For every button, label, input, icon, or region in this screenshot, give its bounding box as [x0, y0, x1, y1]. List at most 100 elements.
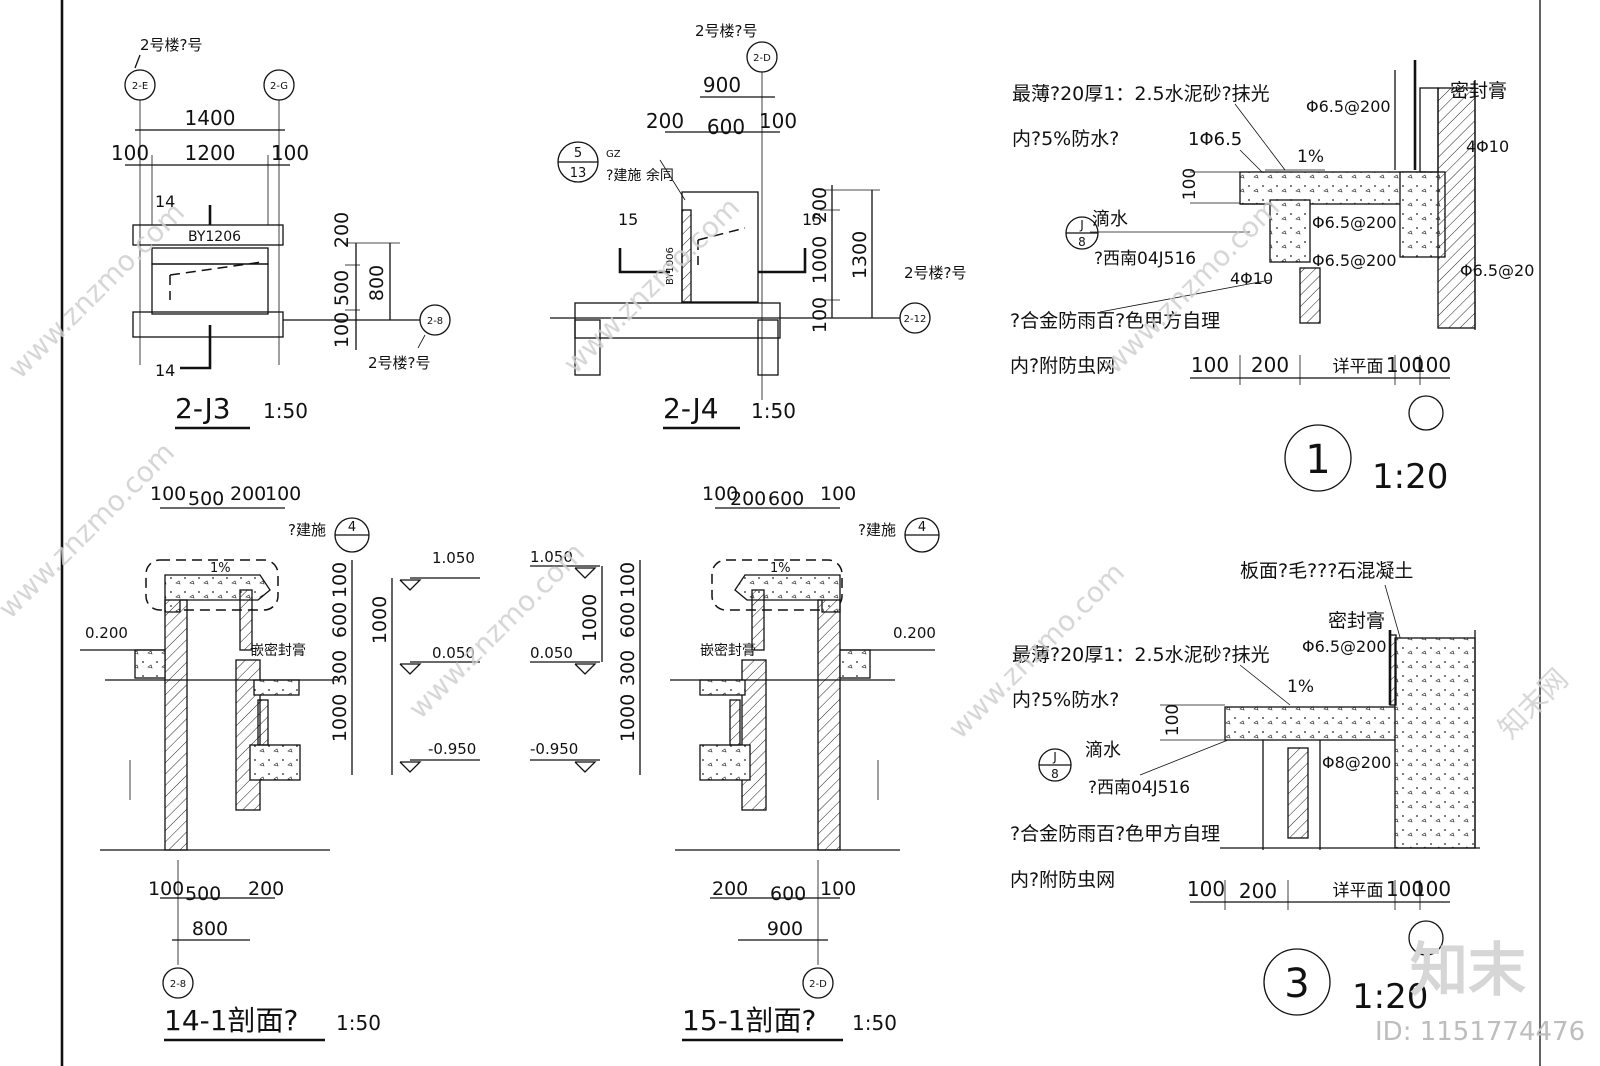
- d1-ref-num: J: [1079, 218, 1084, 232]
- s15-d1: 100: [702, 483, 738, 505]
- s14-v4: 1000: [369, 596, 391, 644]
- j4-sec-left: 15: [618, 210, 638, 229]
- s14-ref-num: 4: [348, 520, 356, 535]
- s14-bd1: 100: [148, 878, 184, 900]
- j4-dim-right: 100: [759, 109, 797, 133]
- s15-lev2: 0.050: [530, 644, 573, 662]
- s15-v3: 600: [617, 602, 639, 638]
- j3-v2: 500: [331, 270, 353, 306]
- s14-lev2: 0.050: [432, 644, 475, 662]
- s15-bd1: 200: [712, 878, 748, 900]
- d1-slope: 1%: [1297, 147, 1324, 167]
- j3-sec-bottom: 14: [155, 361, 175, 380]
- d3-b3: 详平面: [1333, 881, 1384, 901]
- j4-axis-right: 2-12: [904, 314, 927, 325]
- d3-b1: 100: [1187, 877, 1225, 901]
- d3-axis-bubble: [1408, 920, 1444, 956]
- j3-dim-total: 1400: [185, 106, 236, 130]
- d1-drip: 滴水: [1092, 209, 1128, 230]
- brand-logo: 知末: [1410, 936, 1526, 1004]
- d1-b1: 100: [1191, 353, 1229, 377]
- d1-r2: 4Φ10: [1466, 137, 1509, 156]
- d1-h100: 100: [1180, 168, 1200, 200]
- d3-note1: 最薄?20厚1：2.5水泥砂?抹光: [1012, 644, 1270, 666]
- d3-b5: 100: [1413, 877, 1451, 901]
- d1-axis-bubble: [1408, 395, 1444, 431]
- d1-bar1: 1Φ6.5: [1188, 129, 1242, 150]
- s14-lev1: 1.050: [432, 549, 475, 567]
- wm-2: www.znzmo.com: [557, 191, 746, 380]
- s14-dim-total: 800: [192, 918, 228, 940]
- j3-v3: 100: [331, 312, 353, 348]
- s15-lev1: 1.050: [530, 548, 573, 566]
- d3-b2: 200: [1239, 879, 1277, 903]
- d3-note0: 板面?毛???石混凝土: [1240, 560, 1413, 582]
- d3-drip: 滴水: [1085, 740, 1121, 761]
- s14-scale: 1:50: [336, 1011, 381, 1035]
- d3-louver: ?合金防雨百?色甲方自理: [1010, 823, 1220, 845]
- s14-slope: 1%: [210, 561, 231, 576]
- detail-2-J3: 2号楼?号 2-E 2-G 1400 100 1200 100 14 14 BY…: [111, 36, 451, 430]
- d1-ref-std: ?西南04J516: [1094, 249, 1196, 269]
- d1-note1: 最薄?20厚1：2.5水泥砂?抹光: [1012, 83, 1270, 105]
- j4-dim-left: 200: [646, 109, 684, 133]
- j3-dim-left: 100: [111, 141, 149, 165]
- s14-d3: 200: [230, 483, 266, 505]
- d3-slope: 1%: [1287, 677, 1314, 697]
- j4-v1: 200: [809, 187, 831, 223]
- j3-dim-right: 100: [271, 141, 309, 165]
- d3-r2: Φ8@200: [1322, 753, 1391, 772]
- s14-bd3: 200: [248, 878, 284, 900]
- j4-v2: 1000: [809, 236, 831, 284]
- s14-axis-bubble: [162, 967, 194, 999]
- j3-ref-top: 2号楼?号: [140, 36, 203, 54]
- d1-b3: 详平面: [1333, 357, 1384, 377]
- s15-ref-num: 4: [918, 520, 926, 535]
- d3-scale: 1:20: [1352, 977, 1428, 1017]
- d3-seal: 密封膏: [1328, 609, 1385, 632]
- brand-id: ID: 1151774476: [1375, 1017, 1585, 1047]
- d1-seal: 密封膏: [1450, 79, 1507, 102]
- s14-lev3: -0.950: [428, 740, 476, 758]
- j3-dim-mid: 1200: [185, 141, 236, 165]
- wm-5: www.znzmo.com: [402, 536, 591, 725]
- s15-v2: 300: [617, 650, 639, 686]
- d3-ref-std: ?西南04J516: [1088, 778, 1190, 798]
- j4-dim-total: 900: [703, 73, 741, 97]
- s15-slope: 1%: [770, 561, 791, 576]
- j3-tag: BY1206: [188, 229, 241, 245]
- s15-v5: 1000: [617, 694, 639, 742]
- s14-d4: 100: [265, 483, 301, 505]
- j3-axis-bottom: 2-8: [427, 316, 443, 327]
- j4-callout-code: GZ: [606, 149, 621, 160]
- j4-scale: 1:50: [751, 399, 796, 423]
- d1-r4: Φ6.5@200: [1312, 251, 1397, 270]
- j4-dim-mid: 600: [707, 115, 745, 139]
- j4-v3: 100: [809, 297, 831, 333]
- d1-b4: 100: [1386, 353, 1424, 377]
- d3-circle: [1263, 948, 1331, 1016]
- s14-bd2: 500: [185, 883, 221, 905]
- j3-v1: 200: [331, 212, 353, 248]
- s14-axis: 2-8: [170, 979, 186, 990]
- d3-r1: Φ6.5@200: [1302, 637, 1387, 656]
- s14-d1: 100: [150, 483, 186, 505]
- d3-b4: 100: [1386, 877, 1424, 901]
- s14-lev-left: 0.200: [85, 624, 128, 642]
- wm-1: www.znzmo.com: [2, 196, 191, 385]
- d1-ref-den: 8: [1078, 235, 1086, 249]
- j3-axis-left: 2-E: [132, 81, 148, 92]
- d1-r3: Φ6.5@200: [1312, 213, 1397, 232]
- s14-ref: ?建施: [288, 521, 326, 539]
- section-14-1: 100 500 200 100 ?建施 4 1% 嵌密封膏 0.200 1.05…: [80, 483, 480, 1042]
- s14-v3: 100: [329, 562, 351, 598]
- j4-callout-num: 5: [574, 146, 582, 161]
- j3-scale: 1:50: [263, 399, 308, 423]
- j4-sec-right: 15: [802, 210, 822, 229]
- s15-ref: ?建施: [858, 521, 896, 539]
- s15-title: 15-1剖面?: [682, 1004, 816, 1037]
- d1-circle-num: 1: [1305, 437, 1330, 483]
- s14-v5: 1000: [329, 694, 351, 742]
- s15-d4: 100: [820, 483, 856, 505]
